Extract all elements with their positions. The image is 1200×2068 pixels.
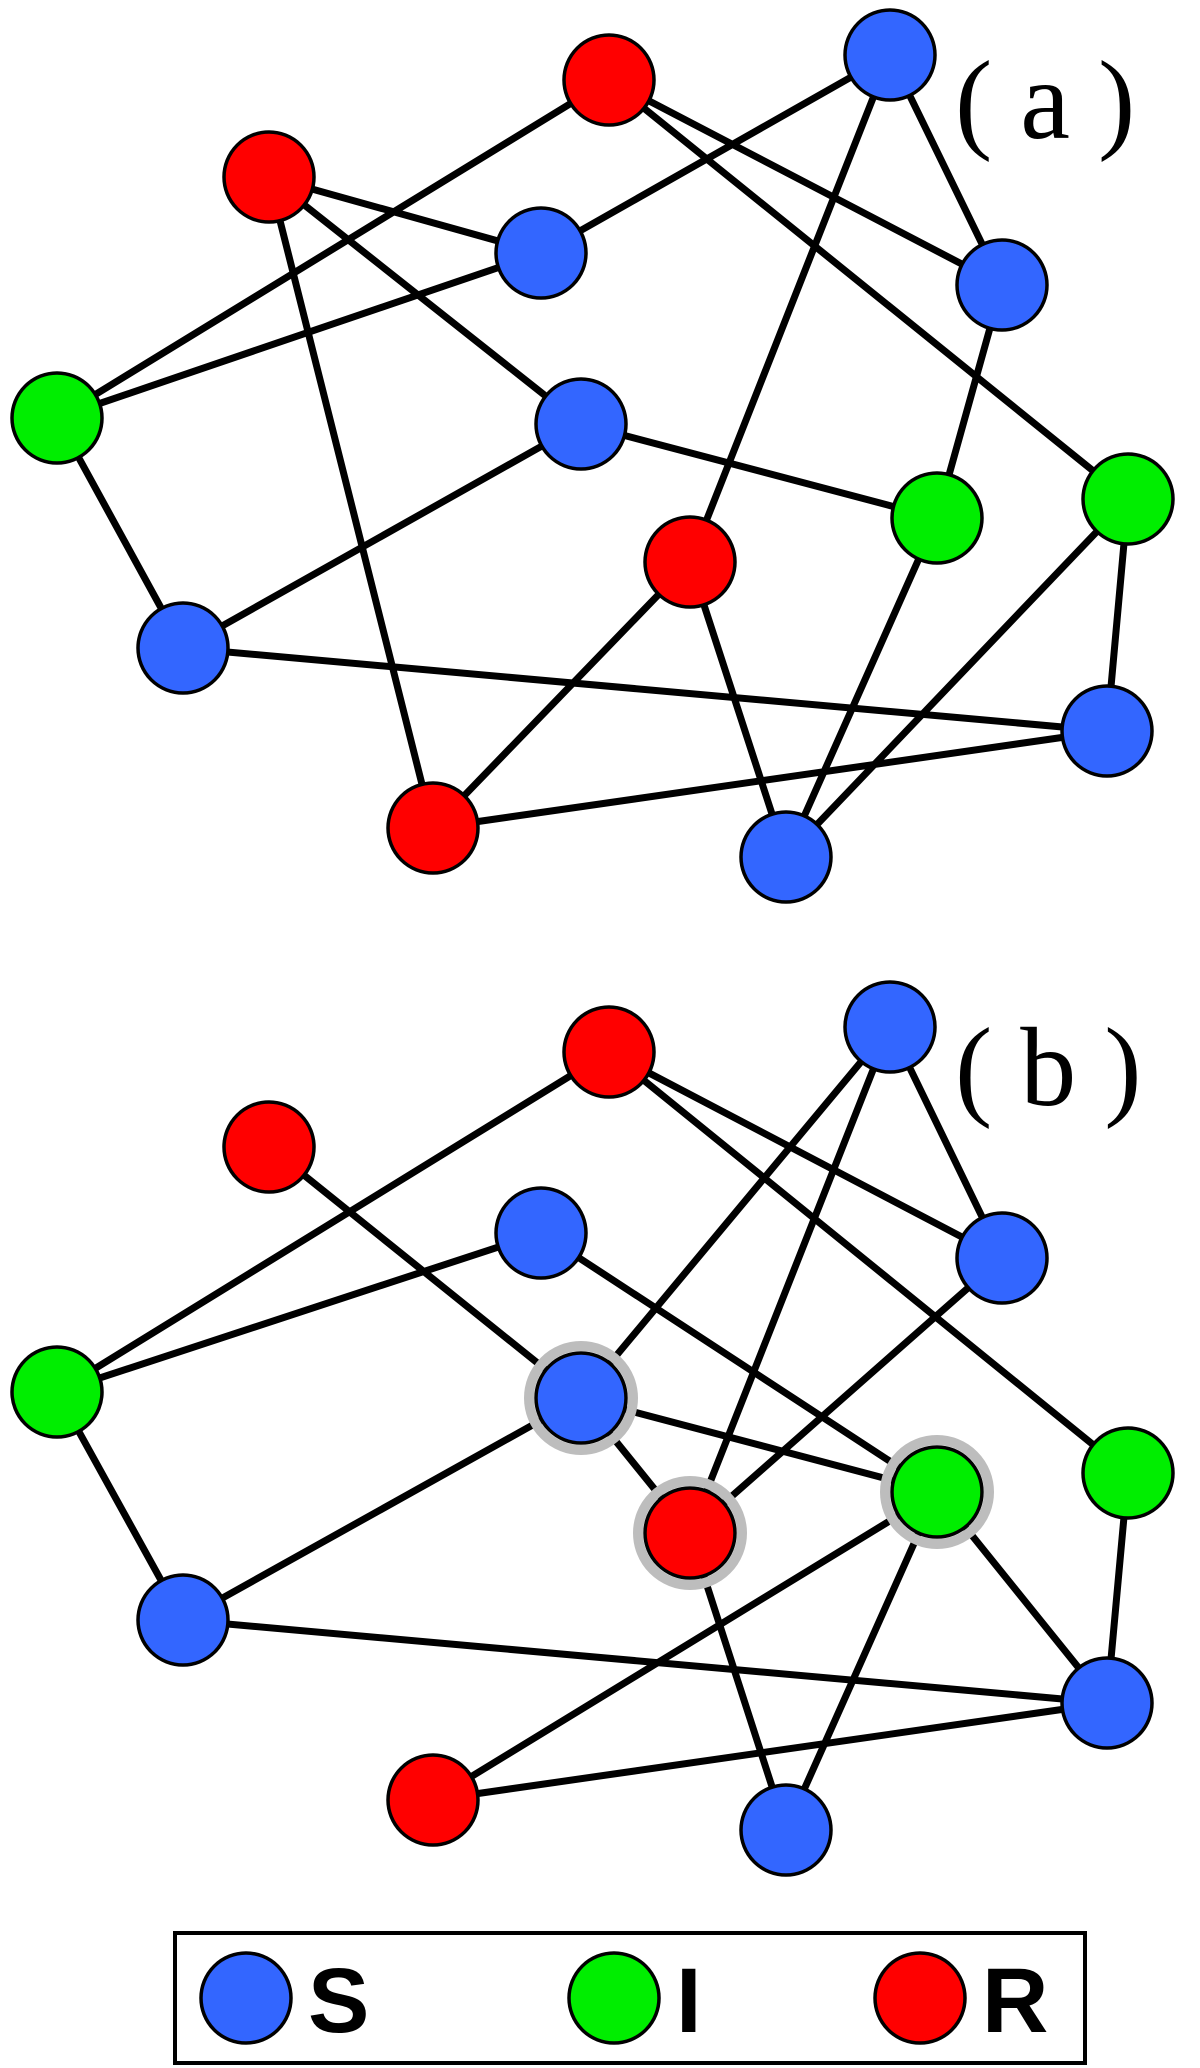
legend-label-s: S [308,1950,369,2052]
panel-a-edge-3-13 [265,173,437,832]
legend-label-i: I [676,1950,702,2052]
panel-b-edge-12-13 [429,1699,1111,1804]
panel-b-edge-11-12 [179,1616,1111,1707]
panel-a-edge-7-11 [179,420,585,652]
panel-b-node-10-r [643,1486,737,1580]
panel-b-edge-8-13 [429,1488,941,1804]
panel-a-edge-12-13 [429,727,1111,832]
panel-b-edge-1-5 [605,1048,1006,1262]
panel-a-edge-7-8 [577,420,941,522]
panel-b-node-12-s [1060,1656,1154,1750]
panel-b-node-3-r [222,1100,316,1194]
panel-a-node-7-s [534,377,628,471]
panel-b-node-10-highlight [633,1476,747,1590]
panel-b-edge-7-11 [179,1394,585,1624]
panel-b-edge-4-6 [53,1229,545,1396]
panel-a-node-2-s [843,8,937,102]
panel-b-node-14-s [739,1783,833,1877]
legend-swatch-i [567,1951,661,2045]
panel-a-edge-11-12 [179,644,1111,735]
legend-swatch-s [199,1951,293,2045]
legend-swatch-r [873,1951,967,2045]
panel-a-node-14-s [739,810,833,904]
panel-a-node-3-r [222,130,316,224]
panel-a-edge-10-14 [686,558,790,861]
panel-b-edge-7-8 [577,1394,941,1496]
panel-a-edge-10-13 [429,558,694,832]
panel-a-nodes [10,8,1175,904]
panel-a-edge-1-6 [53,76,613,422]
panel-a-edge-2-10 [686,51,894,566]
panel-b-node-9-i [1081,1426,1175,1520]
panel-b-node-11-s [136,1573,230,1667]
panel-b-edge-1-9 [605,1048,1132,1477]
panel-a-edge-9-14 [782,495,1132,861]
panel-b-node-7-s [534,1351,628,1445]
panel-b-node-6-i [10,1345,104,1439]
panel-b-node-8-highlight [880,1435,994,1549]
panel-a-node-12-s [1060,684,1154,778]
panel-b-edge-5-10 [686,1254,1006,1537]
panel-a-node-8-i [890,471,984,565]
panel-b-edge-4-8 [537,1229,941,1496]
panel-b-edge-2-10 [686,1023,894,1537]
panel-b-edge-8-14 [782,1488,941,1834]
panel-b-node-5-s [955,1211,1049,1305]
panel-b: ( b ) [10,980,1175,1877]
panel-a-edge-4-6 [53,249,545,422]
panel-a-node-9-i [1081,452,1175,546]
panel-a-node-4-s [494,206,588,300]
panel-b-nodes [10,980,1175,1877]
panel-b-node-7-highlight [524,1341,638,1455]
panel-a-node-5-s [955,238,1049,332]
panel-a-node-11-s [136,601,230,695]
panel-a-edge-3-4 [265,173,545,257]
panel-a-node-13-r [386,781,480,875]
panel-a-edge-1-9 [605,76,1132,503]
panel-b-node-2-s [843,980,937,1074]
panel-b-node-4-s [494,1186,588,1280]
panel-b-edge-1-6 [53,1048,613,1396]
panel-a-edge-2-4 [537,51,894,257]
panel-a-node-10-r [643,515,737,609]
panel-b-node-1-r [562,1005,656,1099]
panel-a-node-6-i [10,371,104,465]
panel-b-edge-2-7 [577,1023,894,1402]
panel-b-node-8-i [890,1445,984,1539]
panel-b-label: ( b ) [955,1006,1142,1130]
panel-a-node-1-r [562,33,656,127]
panel-a: ( a ) [10,8,1175,904]
panel-a-edge-8-14 [782,514,941,861]
legend: S I R [173,1931,1087,2065]
panel-b-node-13-r [386,1753,480,1847]
panel-a-edge-1-5 [605,76,1006,289]
legend-label-r: R [982,1950,1048,2052]
panel-a-label: ( a ) [955,39,1135,163]
panel-a-edge-3-7 [265,173,585,428]
panel-b-edge-10-14 [686,1529,790,1834]
